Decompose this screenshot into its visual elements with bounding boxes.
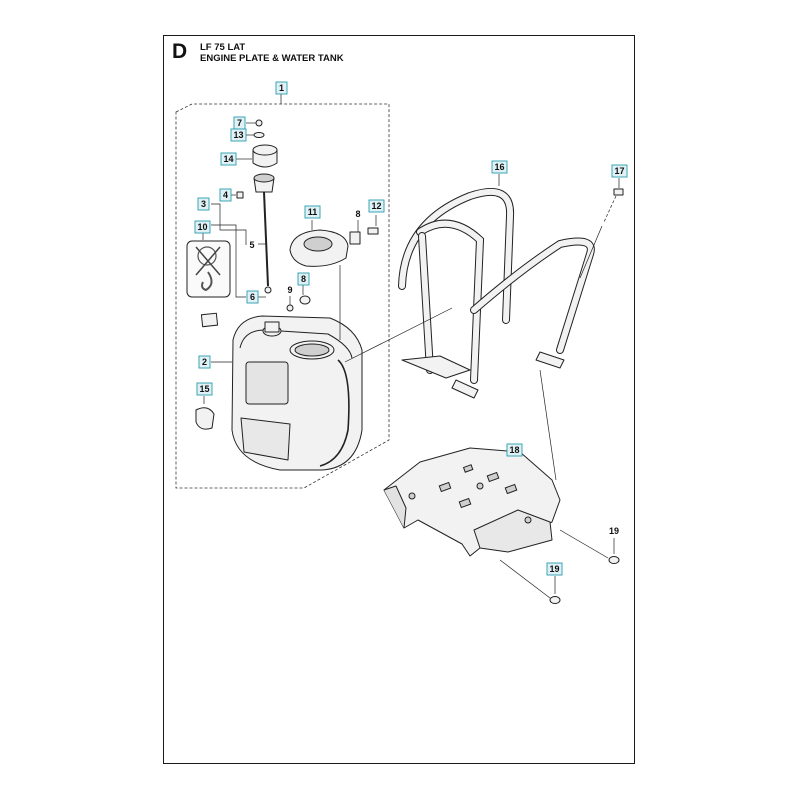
tank-lid (289, 220, 349, 340)
hose-clip (231, 191, 244, 199)
svg-text:18: 18 (509, 445, 519, 455)
callout-18: 18 (506, 443, 523, 457)
svg-text:10: 10 (197, 222, 207, 232)
svg-text:9: 9 (287, 285, 292, 295)
callout-2: 2 (198, 355, 211, 369)
svg-text:6: 6 (250, 292, 255, 302)
svg-text:13: 13 (233, 130, 243, 140)
callout-4: 4 (219, 188, 232, 202)
frame-screw (579, 178, 624, 279)
water-tank (211, 315, 363, 471)
svg-text:16: 16 (494, 162, 504, 172)
callout-13: 13 (230, 128, 247, 142)
model-title: LF 75 LAT (200, 42, 246, 53)
callout-15: 15 (196, 382, 213, 396)
assembly-boundary (175, 103, 390, 489)
washer-b (499, 559, 561, 604)
small-label (200, 312, 219, 328)
warning-decal (186, 233, 231, 298)
svg-text:3: 3 (201, 199, 206, 209)
callout-5: 5 (249, 240, 254, 250)
cap-screw (246, 119, 263, 127)
svg-text:12: 12 (371, 201, 381, 211)
callout-12: 12 (368, 199, 385, 213)
svg-text:17: 17 (614, 166, 624, 176)
svg-text:19: 19 (549, 564, 559, 574)
svg-text:11: 11 (308, 207, 318, 217)
svg-text:15: 15 (199, 384, 209, 394)
section-title: ENGINE PLATE & WATER TANK (200, 53, 344, 64)
callout-8-mid: 8 (297, 272, 310, 286)
svg-text:19: 19 (609, 526, 619, 536)
svg-text:2: 2 (202, 357, 207, 367)
svg-text:8: 8 (301, 274, 306, 284)
callout-11: 11 (304, 205, 321, 219)
callout-14: 14 (220, 152, 237, 166)
svg-text:5: 5 (249, 240, 254, 250)
svg-text:14: 14 (223, 154, 233, 164)
svg-text:4: 4 (223, 190, 228, 200)
handle-frame (398, 174, 595, 399)
callout-10: 10 (194, 220, 211, 234)
filler-neck (253, 173, 275, 294)
washer-a (559, 529, 620, 564)
callout-6: 6 (246, 290, 259, 304)
callout-8-top: 8 (355, 209, 360, 219)
callout-19-bottom: 19 (546, 562, 563, 576)
engine-plate (383, 447, 561, 557)
cap-washer (246, 132, 265, 138)
callout-9: 9 (287, 285, 292, 295)
callout-16: 16 (491, 160, 508, 174)
callout-1: 1 (275, 81, 288, 95)
callout-3: 3 (197, 197, 210, 211)
section-letter: D (172, 40, 188, 63)
callout-19-right: 19 (609, 526, 619, 536)
callout-17: 17 (611, 164, 628, 178)
tank-clip (195, 396, 215, 430)
page-frame (163, 35, 635, 764)
svg-text:1: 1 (279, 83, 284, 93)
svg-text:8: 8 (355, 209, 360, 219)
filler-cap (236, 144, 278, 168)
callout-7: 7 (233, 116, 246, 130)
svg-text:7: 7 (237, 118, 242, 128)
